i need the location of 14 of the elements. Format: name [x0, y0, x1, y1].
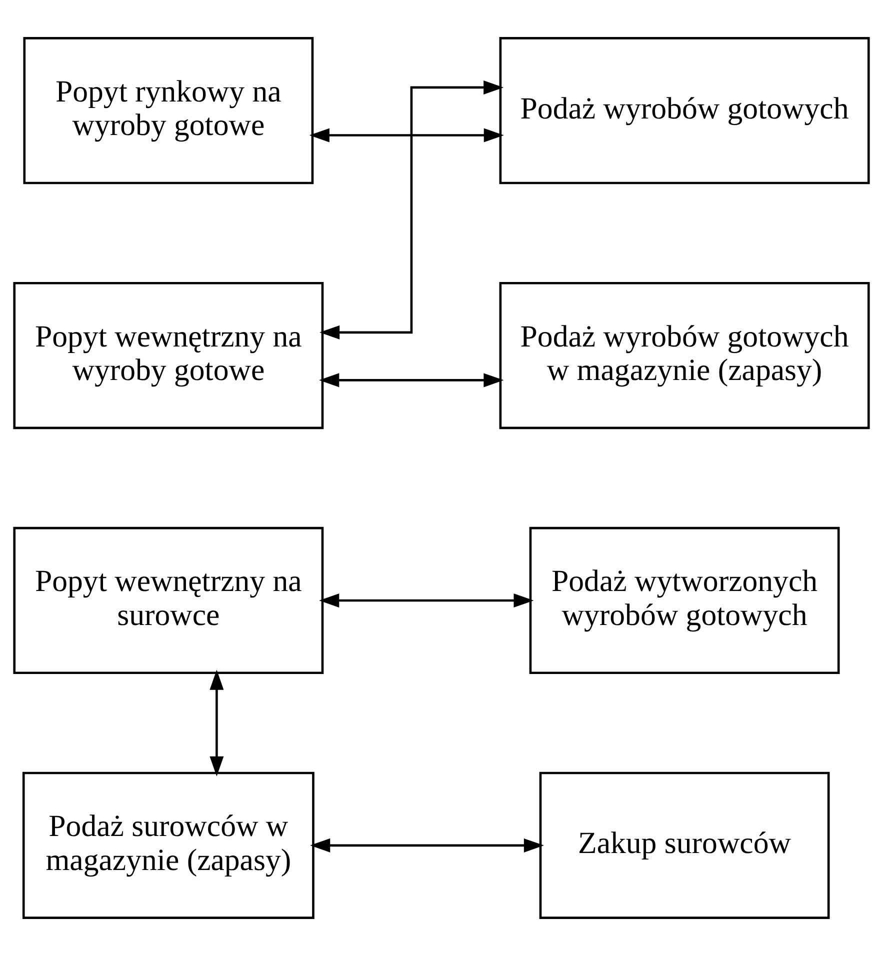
node-box: Popyt wewnętrzny na wyroby gotowe: [13, 282, 324, 430]
arrow: [319, 593, 534, 608]
arrow: [310, 838, 544, 852]
node-box: Podaż wyrobów gotowych w magazynie (zapasy): [499, 282, 870, 430]
arrow: [320, 80, 504, 340]
node-box: Podaż wyrobów gotowych: [499, 37, 870, 184]
node-box: Podaż wytworzonych wyrobów gotowych: [529, 526, 840, 674]
arrow: [309, 128, 504, 142]
node-box: Zakup surowców: [539, 772, 830, 919]
node-box: Popyt rynkowy na wyroby gotowe: [23, 37, 314, 184]
node-box: Popyt wewnętrzny na surowce: [13, 526, 324, 674]
node-box: Podaż surowców w magazynie (zapasy): [22, 772, 314, 919]
arrow: [319, 373, 504, 388]
arrow: [210, 670, 224, 776]
